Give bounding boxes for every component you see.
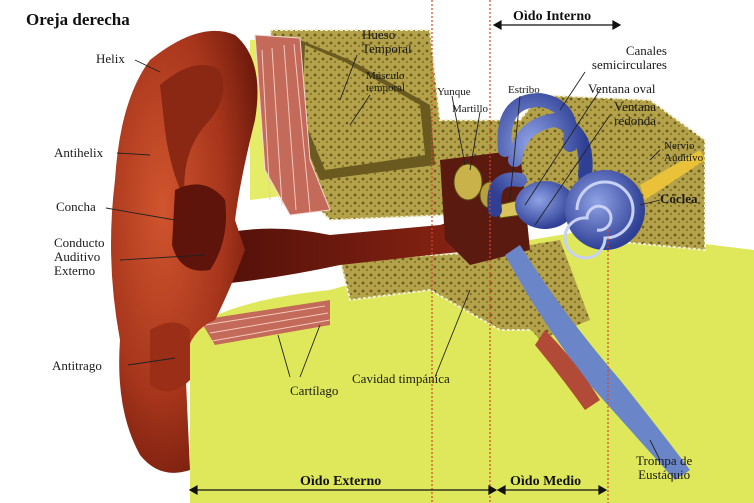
leader-lines [105, 54, 661, 461]
label-estribo: Estribo [508, 84, 540, 96]
ossicle-hammer [453, 163, 483, 201]
label-antitrago: Antitrago [52, 358, 102, 373]
arrow-outer [188, 484, 498, 496]
soft-tissue [190, 230, 754, 503]
label-cavidad-timpanica: Cavidad timpánica [352, 371, 450, 386]
label-ventana-oval: Ventana oval [588, 81, 656, 96]
label-trompa-eustaquio: Trompa de Eustáquio [636, 453, 693, 482]
arrow-middle [496, 484, 608, 496]
auditory-nerve [640, 150, 705, 200]
label-hueso-temporal: Hueso Temporal [362, 27, 412, 56]
label-concha: Concha [56, 199, 96, 214]
antitragus [150, 322, 190, 392]
section-outer-ear: Oìdo Externo [300, 474, 382, 489]
label-helix: Helix [96, 51, 125, 66]
label-ventana-redonda: Ventana redonda [614, 99, 656, 128]
diagram-title: Oreja derecha [26, 10, 130, 29]
label-musculo-temporal: Músculo temporal [366, 70, 406, 94]
label-canales-semicirculares: Canales semicirculares [591, 43, 667, 72]
label-yunque: Yunque [437, 86, 471, 98]
vestibule [515, 181, 575, 229]
concha-cavity [172, 184, 226, 271]
antihelix-fold [160, 65, 224, 200]
section-inner-ear: Oìdo Interno [513, 9, 592, 24]
tube-muscle [535, 330, 600, 410]
label-martillo: Martillo [452, 103, 489, 115]
label-cartilago: Cartílago [290, 383, 339, 398]
bone-layer [302, 45, 425, 170]
ear-canal [200, 215, 480, 285]
label-nervio-auditivo: Nervio Auditivo [664, 140, 704, 164]
label-coclea: Cóclea [660, 191, 698, 206]
eustachian-tube [505, 245, 690, 480]
arrow-inner [492, 19, 622, 31]
label-antihelix: Antihelix [54, 145, 104, 160]
section-middle-ear: Oìdo Medio [510, 474, 582, 489]
semicircular-canals [487, 92, 593, 217]
lower-muscle [200, 300, 330, 345]
label-conducto: Conducto Auditivo Externo [54, 235, 105, 278]
